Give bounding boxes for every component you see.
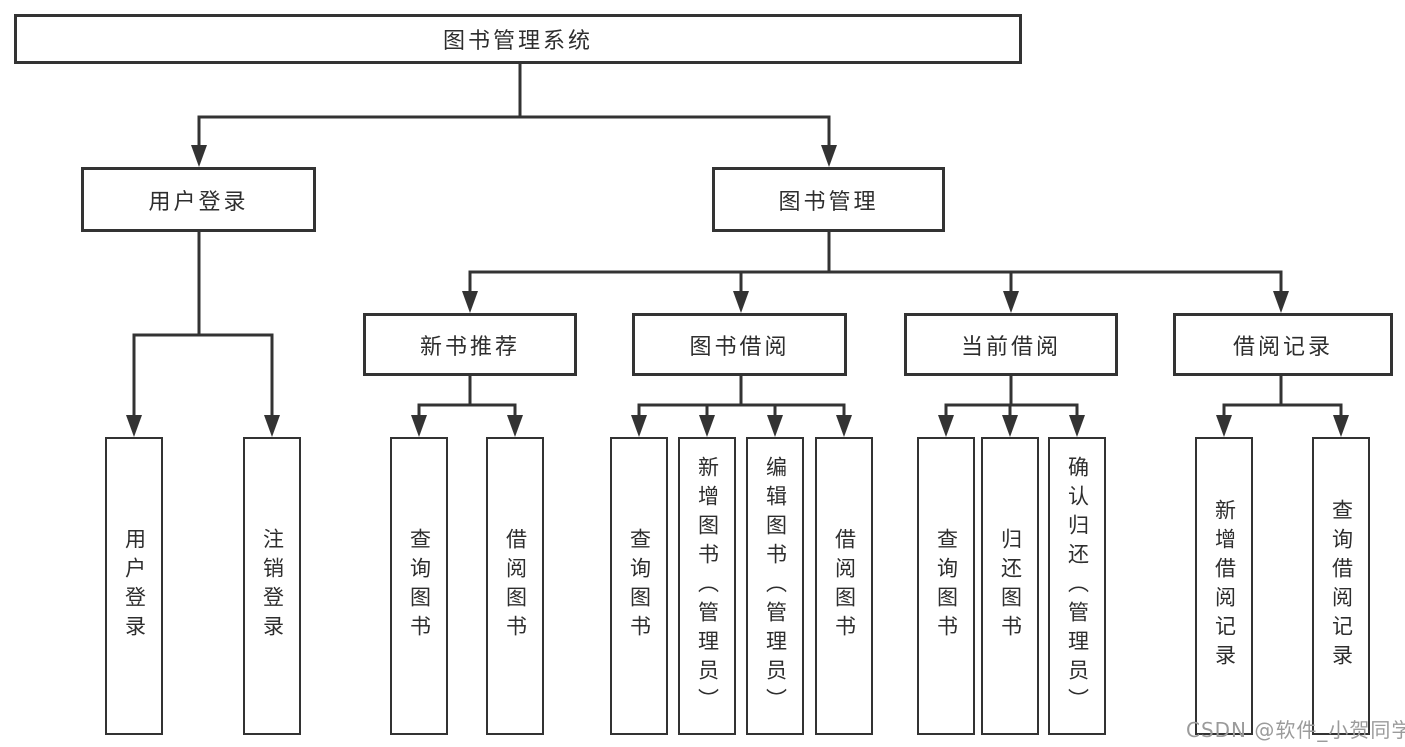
node-query-books-recommend: 查询图书: [390, 437, 448, 735]
node-label: 查询图书: [627, 528, 652, 644]
node-label: 新增借阅记录: [1212, 499, 1237, 673]
node-label: 借阅记录: [1232, 334, 1333, 360]
node-edit-book-admin: 编辑图书（管理员）: [746, 437, 804, 735]
node-label: 新增图书（管理员）: [695, 455, 720, 717]
node-label: 图书管理系统: [442, 29, 593, 54]
node-add-borrow-record: 新增借阅记录: [1195, 437, 1253, 735]
node-label: 确认归还（管理员）: [1065, 455, 1090, 717]
node-current-borrowing: 当前借阅: [904, 313, 1118, 376]
node-label: 新书推荐: [419, 334, 520, 360]
node-add-book-admin: 新增图书（管理员）: [678, 437, 736, 735]
node-return-books: 归还图书: [981, 437, 1039, 735]
node-user-login: 用户登录: [81, 167, 316, 232]
node-query-books-borrowing: 查询图书: [610, 437, 668, 735]
node-new-book-recommendation: 新书推荐: [363, 313, 577, 376]
node-label: 查询借阅记录: [1329, 499, 1354, 673]
node-logout: 注销登录: [243, 437, 301, 735]
node-label: 查询图书: [934, 528, 959, 644]
node-borrow-books-recommend: 借阅图书: [486, 437, 544, 735]
node-label: 用户登录: [122, 528, 147, 644]
node-label: 图书借阅: [689, 334, 790, 360]
node-label: 图书管理: [778, 189, 879, 215]
node-label: 查询图书: [407, 528, 432, 644]
node-label: 当前借阅: [960, 334, 1061, 360]
node-query-books-current: 查询图书: [917, 437, 975, 735]
node-label: 借阅图书: [503, 528, 528, 644]
node-user-login-leaf: 用户登录: [105, 437, 163, 735]
node-borrowing-records: 借阅记录: [1173, 313, 1393, 376]
node-confirm-return-admin: 确认归还（管理员）: [1048, 437, 1106, 735]
node-label: 归还图书: [998, 528, 1023, 644]
watermark-text: CSDN @软件_小贺同学: [1186, 718, 1405, 742]
node-borrow-books-borrowing: 借阅图书: [815, 437, 873, 735]
arrowhead-icons: [126, 145, 1349, 437]
node-label: 用户登录: [148, 189, 249, 215]
node-book-management: 图书管理: [712, 167, 945, 232]
node-label: 注销登录: [260, 528, 285, 644]
node-library-management-system: 图书管理系统: [14, 14, 1022, 64]
node-label: 借阅图书: [832, 528, 857, 644]
node-label: 编辑图书（管理员）: [763, 455, 788, 717]
node-query-borrow-record: 查询借阅记录: [1312, 437, 1370, 735]
node-book-borrowing: 图书借阅: [632, 313, 847, 376]
